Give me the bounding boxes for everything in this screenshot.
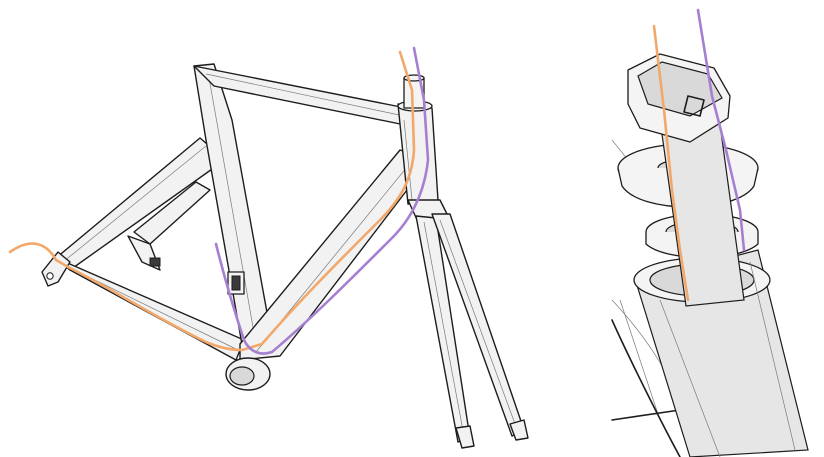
- bottom-bracket: [225, 357, 271, 391]
- cable-port: [227, 271, 245, 295]
- brake-cable-detail: [652, 24, 690, 302]
- seat-tube-brace: [127, 181, 211, 271]
- frame-illustration: [8, 46, 529, 449]
- detail-panel: [611, 8, 809, 457]
- shift-cable: [214, 46, 430, 355]
- fork: [407, 199, 529, 449]
- rear-dropout: [41, 251, 71, 287]
- brake-cable: [8, 50, 416, 352]
- shift-cable-detail: [696, 8, 746, 252]
